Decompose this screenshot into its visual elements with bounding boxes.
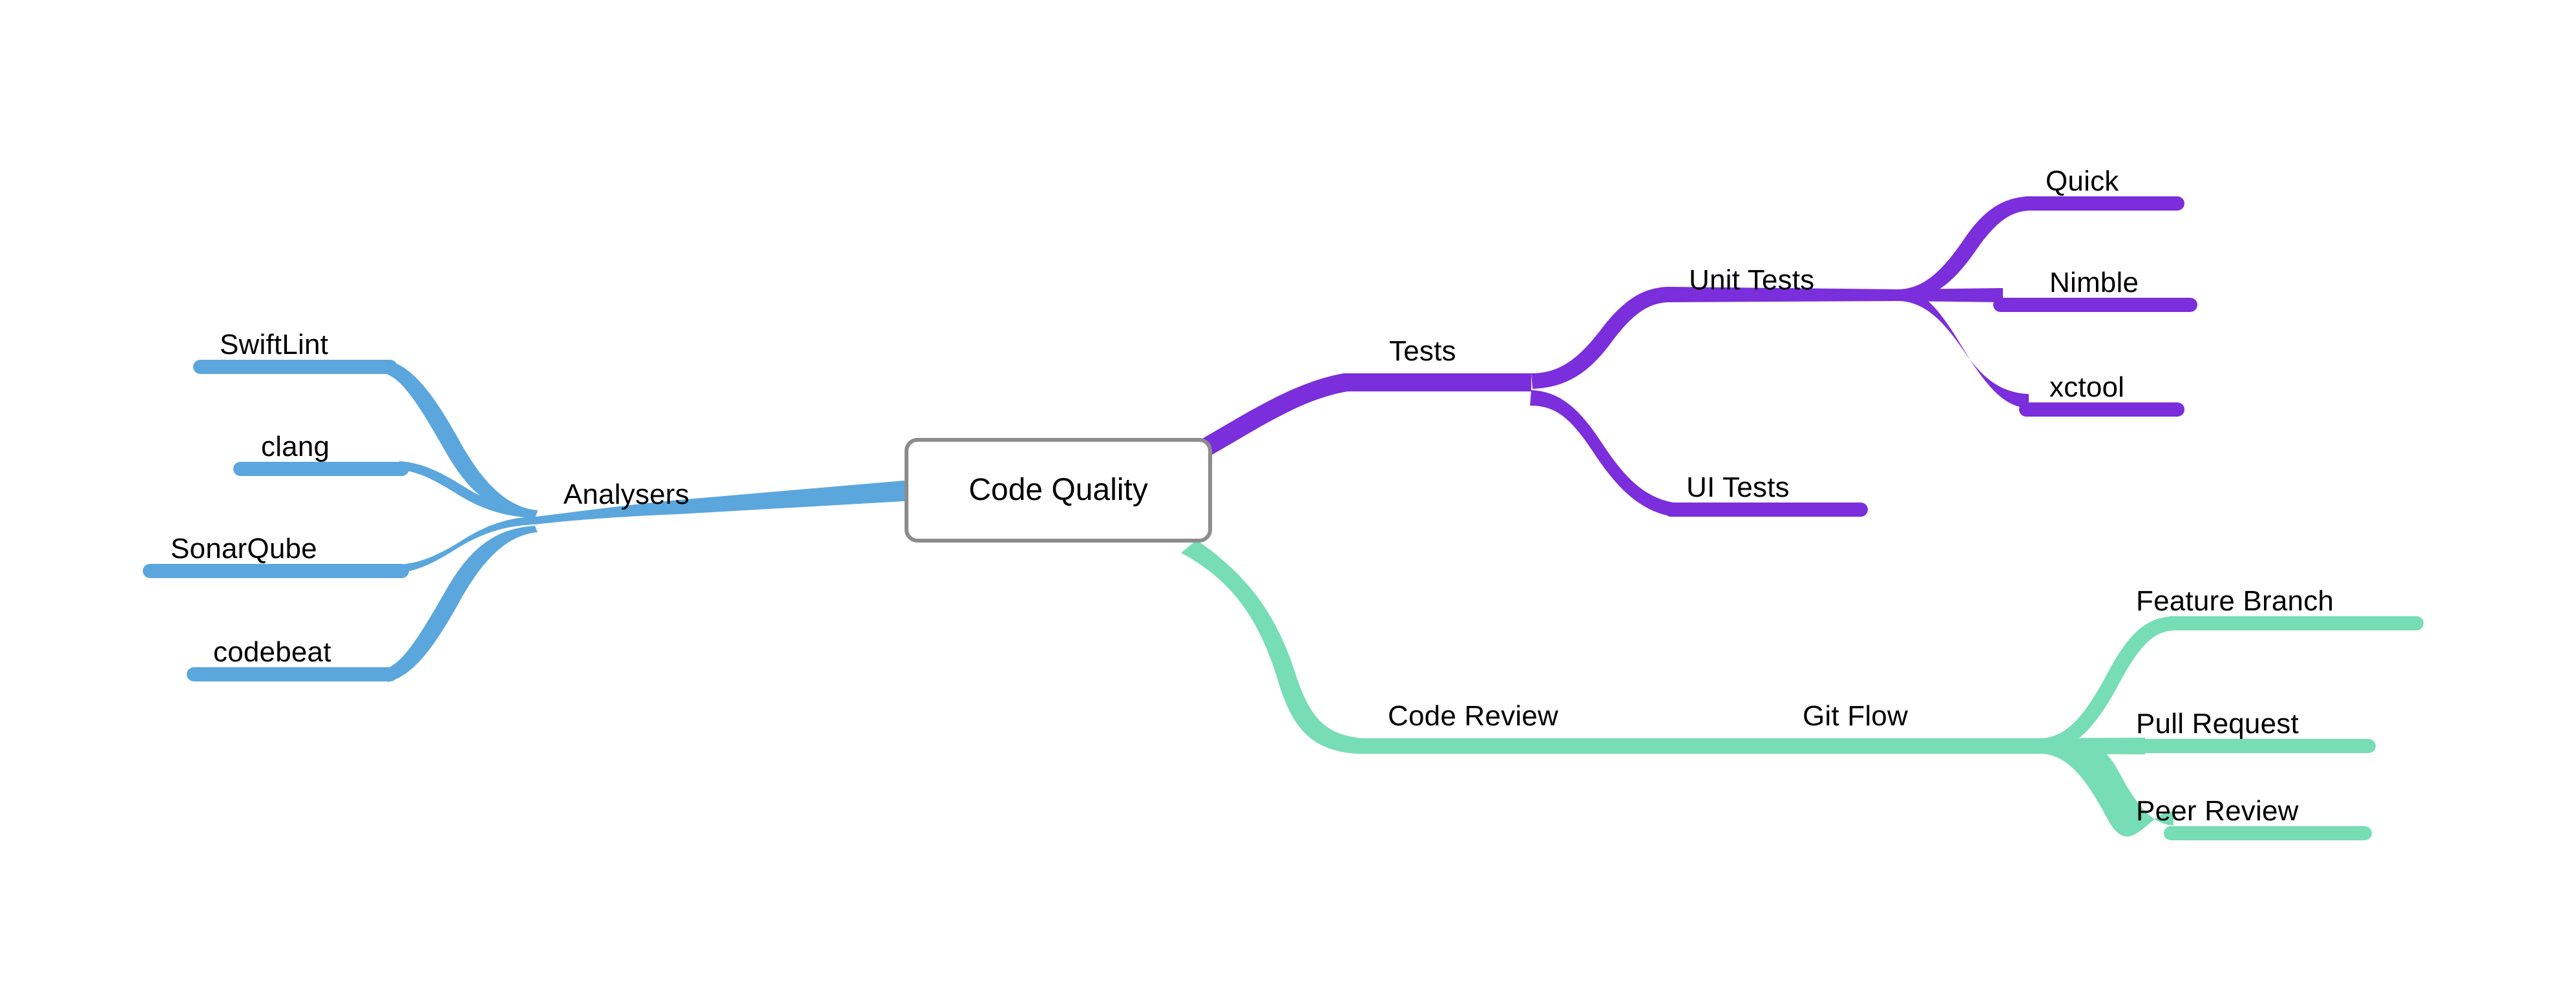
connector-analysers-to-codebeat	[388, 526, 538, 682]
connector-unit-tests-to-quick	[1900, 196, 2029, 301]
node-label-ui-tests[interactable]: UI Tests	[1686, 472, 1790, 503]
node-label-unit-tests[interactable]: Unit Tests	[1689, 264, 1815, 296]
node-label-tests[interactable]: Tests	[1389, 335, 1456, 367]
node-label-xctool[interactable]: xctool	[2049, 371, 2125, 403]
connector-unit-tests-trunk	[1667, 287, 1900, 302]
connector-root-to-tests	[1197, 373, 1531, 455]
node-label-peer-review[interactable]: Peer Review	[2136, 795, 2299, 827]
connector-tests-to-unit-tests	[1531, 287, 1667, 389]
node-label-clang[interactable]: clang	[261, 431, 330, 462]
node-label-codebeat[interactable]: codebeat	[213, 636, 331, 668]
branch-code-review-green	[1181, 540, 2424, 840]
central-node[interactable]: Code Quality	[905, 438, 1212, 543]
node-label-analysers[interactable]: Analysers	[563, 479, 689, 510]
branch-tests-purple	[1197, 196, 2197, 517]
node-label-sonarqube[interactable]: SonarQube	[171, 533, 317, 565]
connector-code-review-to-git-flow	[1848, 738, 2042, 754]
connector-analysers-to-sonarqube	[399, 517, 538, 573]
node-label-nimble[interactable]: Nimble	[2049, 267, 2139, 298]
connector-analysers-to-clang	[399, 461, 538, 518]
connector-unit-tests-to-xctool	[1900, 289, 2029, 408]
node-label-code-review[interactable]: Code Review	[1388, 700, 1558, 732]
connector-git-flow-to-feature-branch	[2042, 616, 2173, 752]
connector-unit-tests-to-nimble	[1900, 288, 2003, 302]
node-label-feature-branch[interactable]: Feature Branch	[2136, 585, 2334, 617]
connector-tests-to-ui-tests	[1530, 390, 1673, 517]
node-label-git-flow[interactable]: Git Flow	[1803, 700, 1908, 732]
central-node-label: Code Quality	[969, 473, 1148, 507]
node-label-swiftlint[interactable]: SwiftLint	[220, 329, 329, 360]
node-label-quick[interactable]: Quick	[2046, 165, 2119, 197]
branch-analysers-blue	[143, 360, 905, 682]
connector-git-flow-to-peer-review	[2042, 739, 2173, 837]
connector-root-to-analysers	[535, 481, 905, 524]
node-label-pull-request[interactable]: Pull Request	[2136, 708, 2299, 740]
connector-analysers-to-swiftlint	[388, 360, 538, 517]
